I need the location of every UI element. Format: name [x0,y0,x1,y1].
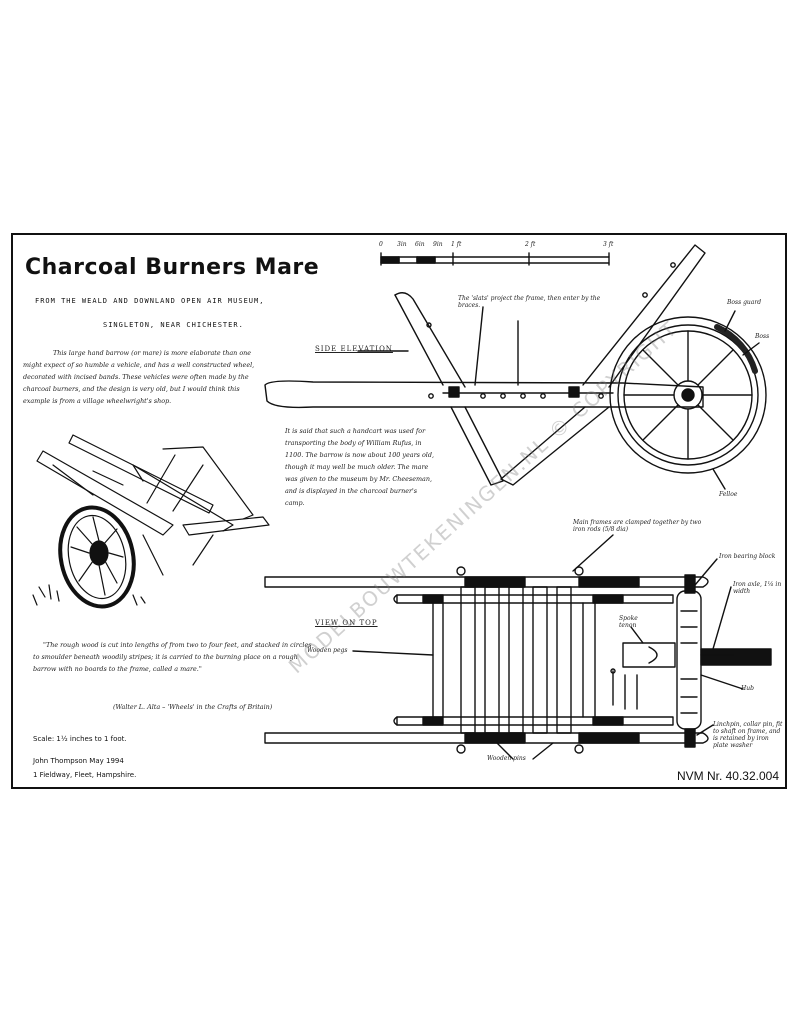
scale-tick-3ft: 3 ft [603,241,614,248]
label-side-note: The 'slats' project the frame, then ente… [458,295,601,309]
quote-source: (Walter L. Alta – 'Wheels' in the Crafts… [113,703,273,711]
subtitle-museum: FROM THE WEALD AND DOWNLAND OPEN AIR MUS… [35,297,265,305]
side-elevation-label: SIDE ELEVATION [315,345,393,353]
scale-note: Scale: 1½ inches to 1 foot. [33,735,127,743]
label-wedge-note: Main frames are clamped together by two … [573,519,702,533]
scale-tick-0: 0 [379,241,383,248]
label-wooden-pegs: Wooden pegs [307,647,348,654]
label-felloe: Felloe [719,491,738,498]
drawing-sheet: Charcoal Burners Mare FROM THE WEALD AND… [11,233,787,789]
perspective-sketch [32,434,270,609]
scale-tick-1ft: 1 ft [451,241,462,248]
technical-drawing [32,244,772,760]
scale-bar [380,252,610,266]
label-boss: Boss [755,333,770,340]
author-address: 1 Fieldway, Fleet, Hampshire. [33,771,137,779]
drawing-title: Charcoal Burners Mare [25,255,320,280]
top-view-drawing [264,534,772,760]
scale-tick-3in: 3in [397,241,407,248]
subtitle-location: SINGLETON, NEAR CHICHESTER. [103,321,244,329]
middle-text: It is said that such a handcart was used… [285,427,434,507]
label-hub: Hub [741,685,754,692]
side-elevation-drawing [264,244,767,490]
label-boss-guard: Boss guard [727,299,762,306]
scale-tick-6in: 6in [415,241,425,248]
label-wooden-pins: Wooden pins [487,755,526,762]
author-credit: John Thompson May 1994 [33,757,124,765]
quote-text: "The rough wood is cut into lengths of f… [33,641,312,673]
scale-tick-9in: 9in [433,241,443,248]
label-spoke-tenon: Spoke tenon [619,615,638,629]
intro-text: This large hand barrow (or mare) is more… [23,349,255,405]
label-linch-pin: Linchpin, collar pin, fit to shaft on fr… [713,721,783,749]
catalog-number: NVM Nr. 40.32.004 [676,769,779,783]
view-on-top-label: VIEW ON TOP [315,619,378,627]
scale-tick-2ft: 2 ft [525,241,536,248]
label-iron-rod: Iron bearing block [719,553,776,560]
label-axle: Iron axle, 1¼ in width [733,581,782,595]
